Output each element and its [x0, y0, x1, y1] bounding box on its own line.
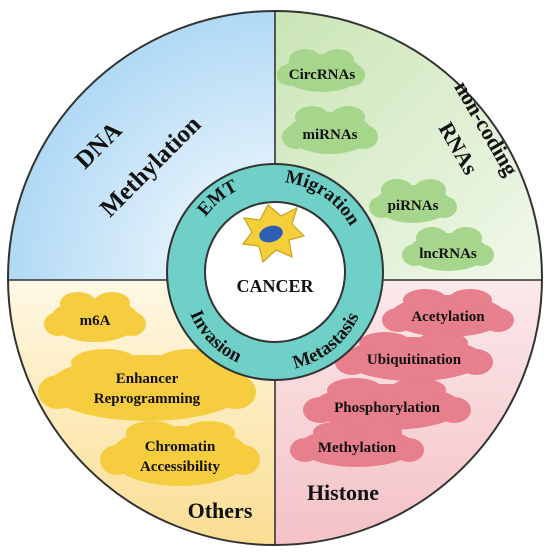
cloud-chromatin-accessibility	[100, 421, 260, 486]
histone-item-phosphorylation: Phosphorylation	[334, 400, 441, 416]
others-item-enhancer: Enhancer	[116, 371, 179, 387]
rna-item-circrnas: CircRNAs	[289, 67, 356, 83]
histone-item-ubiquitination: Ubiquitination	[367, 352, 462, 368]
cloud-m6a	[44, 292, 146, 342]
cancer-label: CANCER	[236, 276, 314, 296]
inner-circle	[204, 201, 346, 343]
cloud-ubiquitination	[335, 332, 493, 381]
cloud-phosphorylation	[303, 378, 471, 430]
others-item-chromatin: Chromatin	[145, 439, 216, 455]
outer-circle	[7, 10, 543, 546]
histone-item-acetylation: Acetylation	[411, 309, 485, 325]
histone-clouds	[290, 289, 514, 467]
cloud-mirnas	[282, 106, 378, 154]
others-clouds	[38, 292, 260, 486]
histone-item-methylation: Methylation	[318, 440, 397, 456]
cloud-pirnas	[369, 179, 457, 223]
cloud-circrnas	[277, 49, 365, 92]
rna-item-lncrnas: lncRNAs	[419, 246, 477, 262]
rna-item-mirnas: miRNAs	[303, 127, 358, 143]
others-item-reprogramming: Reprogramming	[94, 391, 201, 407]
cloud-enhancer-reprogramming	[38, 349, 256, 421]
histone-title: Histone	[307, 480, 379, 505]
others-item-m6a: m6A	[80, 313, 111, 329]
rna-clouds	[277, 49, 494, 271]
nucleus-icon	[259, 225, 283, 243]
cloud-acetylation	[382, 289, 514, 337]
rna-item-pirnas: piRNAs	[388, 198, 439, 214]
cloud-lncrnas	[402, 227, 494, 271]
others-title: Others	[188, 498, 253, 523]
cloud-methylation	[290, 422, 424, 467]
others-item-accessibility: Accessibility	[140, 459, 220, 475]
